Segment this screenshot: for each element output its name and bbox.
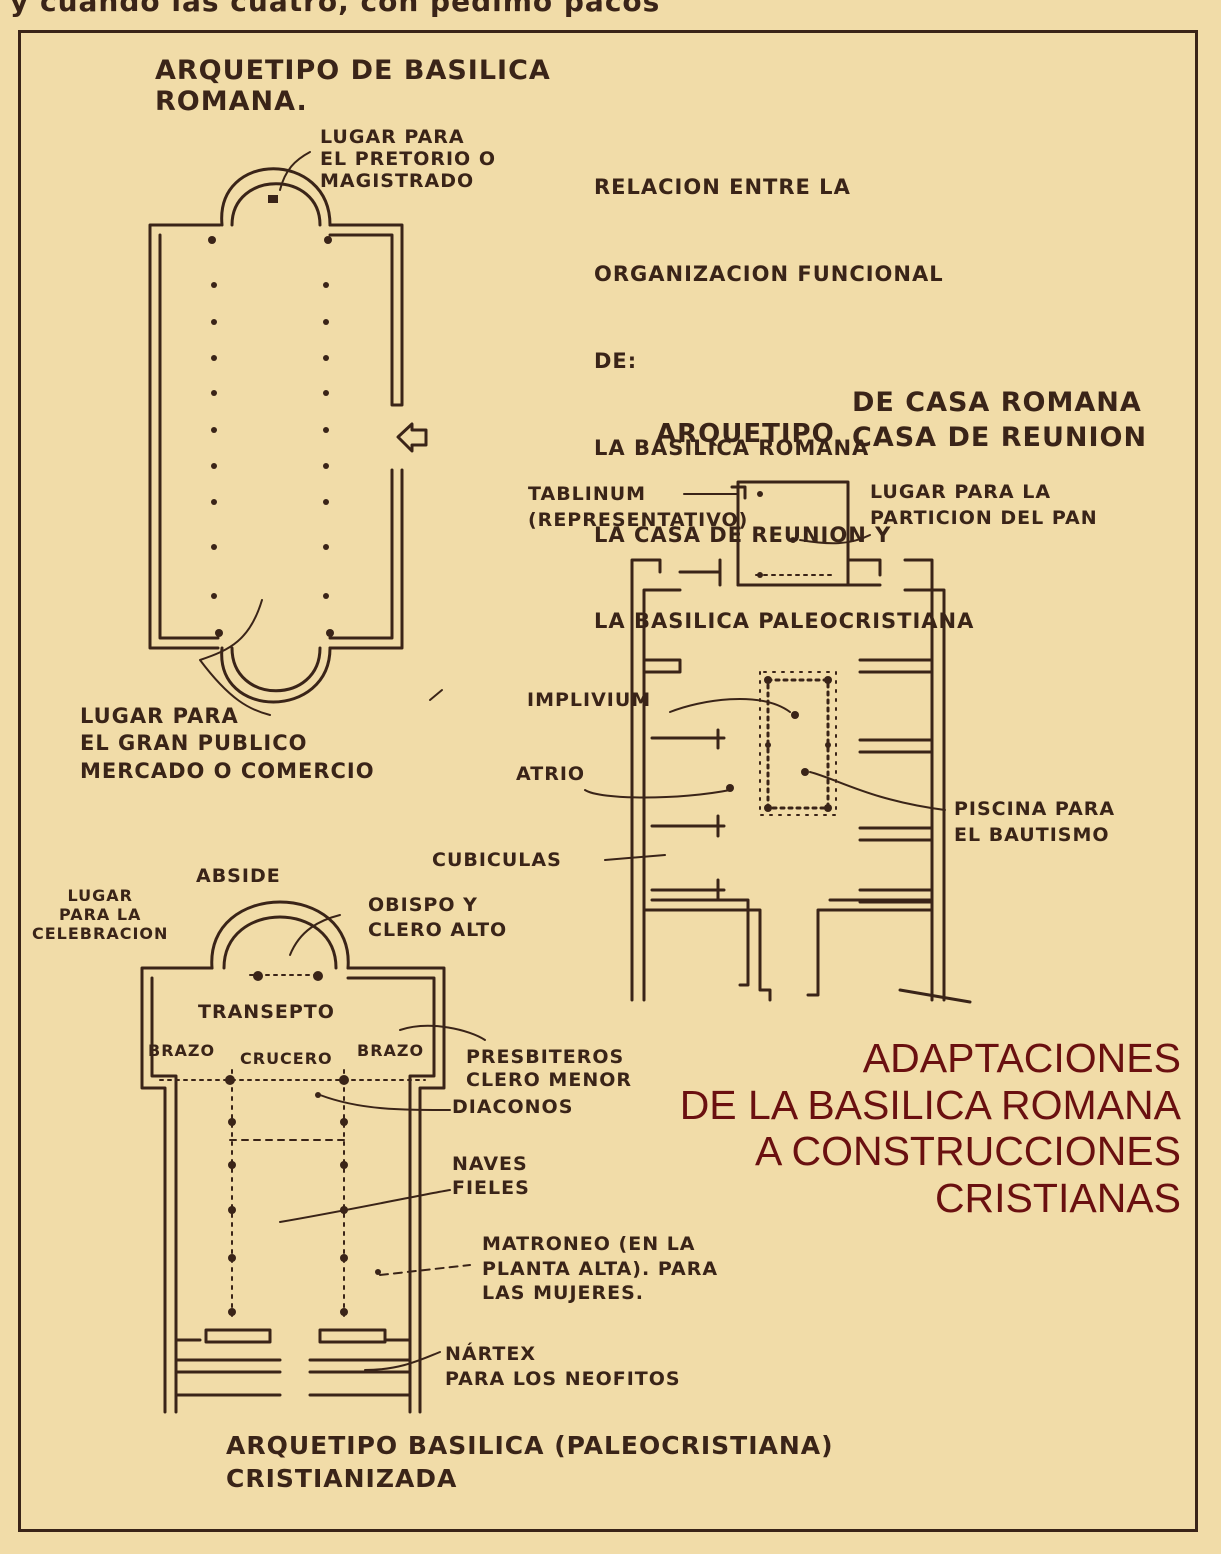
- relation-text: RELACION ENTRE LA ORGANIZACION FUNCIONAL…: [594, 115, 974, 694]
- brazo-right-label: BRAZO: [357, 1041, 425, 1060]
- relation-line: LA BASILICA ROMANA: [594, 435, 870, 460]
- paleo-caption: ARQUETIPO BASILICA (PALEOCRISTIANA) CRIS…: [226, 1431, 834, 1493]
- cropped-header-text: y cuando las cuatro, con pedimo pacos: [0, 0, 1221, 20]
- brazo-left-label: BRAZO: [148, 1041, 216, 1060]
- main-title-line: A CONSTRUCCIONES: [755, 1128, 1181, 1175]
- transepto-label: TRANSEPTO: [198, 1001, 335, 1023]
- particion-label: LUGAR PARA LA PARTICION DEL PAN: [870, 481, 1098, 529]
- abside-label: ABSIDE: [196, 865, 281, 887]
- main-title-line: CRISTIANAS: [934, 1175, 1181, 1222]
- diaconos-label: DIACONOS: [452, 1096, 574, 1118]
- column-dots: [208, 195, 832, 1316]
- obispo-label: OBISPO Y CLERO ALTO: [368, 894, 508, 941]
- tablinum-label: TABLINUM (REPRESENTATIVO): [528, 483, 749, 531]
- diagram-frame: [18, 30, 1198, 1532]
- roman-basilica-plan: [148, 151, 443, 716]
- publico-label: LUGAR PARA EL GRAN PUBLICO MERCADO O COM…: [80, 704, 375, 783]
- relation-line: RELACION ENTRE LA: [594, 174, 851, 199]
- atrio-label: ATRIO: [516, 763, 586, 785]
- implivium-label: IMPLIVIUM: [527, 689, 652, 711]
- relation-line: LA CASA DE REUNION Y: [594, 522, 892, 547]
- piscina-label: PISCINA PARA EL BAUTISMO: [954, 798, 1116, 846]
- house-title-left: ARQUETIPO: [656, 419, 835, 449]
- roman-house-plan: [584, 480, 972, 1004]
- relation-line: LA BASILICA PALEOCRISTIANA: [594, 609, 975, 634]
- relation-line: ORGANIZACION FUNCIONAL: [594, 261, 944, 286]
- nartex-label: NÁRTEX PARA LOS NEOFITOS: [445, 1343, 681, 1390]
- matroneo-label: MATRONEO (EN LA PLANTA ALTA). PARA LAS M…: [482, 1233, 719, 1305]
- main-title-line: ADAPTACIONES: [862, 1035, 1181, 1081]
- relation-line: DE:: [594, 348, 638, 373]
- celebracion-label: LUGAR PARA LA CELEBRACION: [32, 886, 169, 944]
- cropped-header-line: y cuando las cuatro, con pedimo pacos: [10, 0, 661, 18]
- cubiculas-label: CUBICULAS: [432, 849, 562, 871]
- presbiteros-label: PRESBITEROS CLERO MENOR: [466, 1046, 632, 1091]
- pretorio-label: LUGAR PARA EL PRETORIO O MAGISTRADO: [320, 126, 496, 192]
- crucero-label: CRUCERO: [240, 1049, 333, 1068]
- naves-label: NAVES FIELES: [452, 1153, 530, 1199]
- house-title-right: DE CASA ROMANA CASA DE REUNION: [852, 387, 1148, 454]
- main-title-line: DE LA BASILICA ROMANA: [679, 1081, 1181, 1128]
- roman-basilica-title: ARQUETIPO DE BASILICA ROMANA.: [155, 55, 551, 118]
- main-title: ADAPTACIONES DE LA BASILICA ROMANA A CON…: [680, 1035, 1181, 1222]
- paleo-basilica-plan: [140, 900, 486, 1414]
